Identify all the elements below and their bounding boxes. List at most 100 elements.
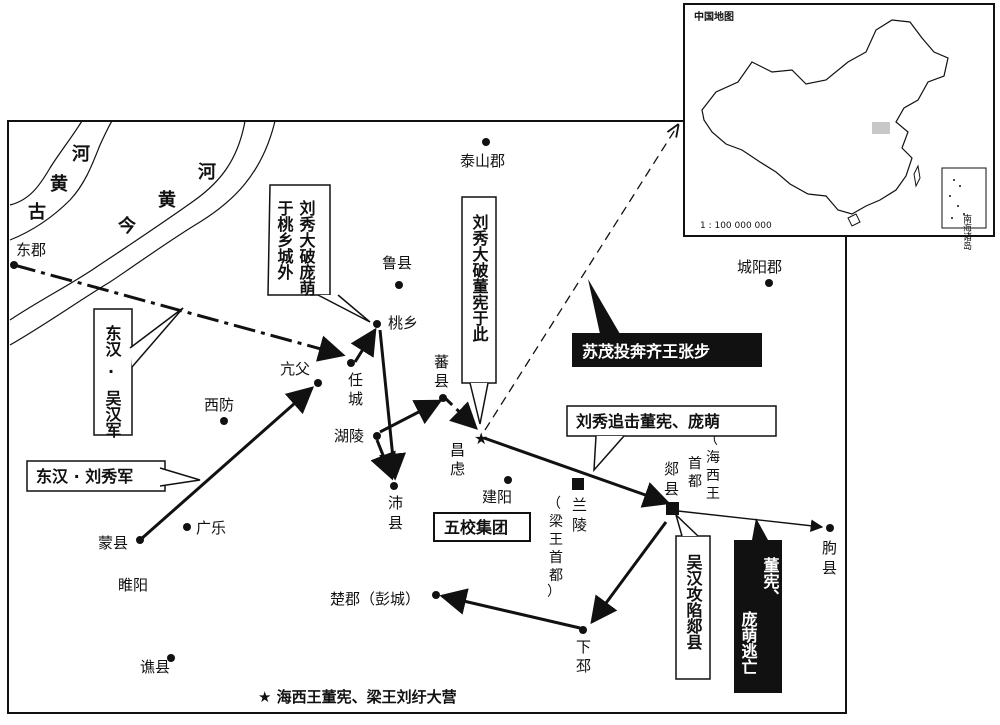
- city-dots: [10, 138, 834, 662]
- wuhan-route-xiapi-chujun: [439, 588, 581, 630]
- label-jianyang: 建阳: [482, 488, 512, 506]
- dot-rencheng: [347, 359, 355, 367]
- label-taishan: 泰山郡: [460, 152, 505, 170]
- callout-wuhan-army-l2: ·: [108, 362, 114, 381]
- old-river-char-3: 河: [72, 144, 90, 165]
- hainan-island: [847, 213, 861, 227]
- label-tanxian-2: 县: [664, 480, 679, 498]
- svg-text:王: 王: [706, 486, 720, 502]
- label-tanxian-note: （ 海 西 王 首 都: [688, 432, 720, 502]
- dot-fanxian: [439, 394, 447, 402]
- label-suiyang: 睢阳: [118, 576, 148, 594]
- new-river-char-2: 黄: [158, 189, 176, 211]
- new-yellow-river: [9, 120, 276, 346]
- dot-xiapi: [579, 626, 587, 634]
- svg-text:王: 王: [549, 532, 563, 548]
- wuhan-route: [13, 263, 346, 362]
- callout-liuxiu-pangmeng-col1: 刘秀大破庞萌: [297, 199, 317, 297]
- camp-star-icon: ★: [474, 429, 488, 448]
- south-sea-islands: [949, 179, 965, 219]
- callout-wuxiao-text: 五校集团: [444, 518, 508, 537]
- liuxiu-route-rencheng-taoxiang: [350, 327, 377, 363]
- callout-pursuit: 刘秀追击董宪、庞萌: [566, 405, 777, 473]
- dot-chengyang: [765, 279, 773, 287]
- label-kangfu: 亢父: [280, 360, 310, 378]
- routes: [13, 125, 824, 630]
- new-river-char-1: 今: [118, 215, 137, 237]
- svg-text:）: ）: [547, 584, 561, 600]
- label-taoxiang: 桃乡: [388, 314, 418, 332]
- label-changlv-1: 昌: [450, 441, 465, 459]
- svg-text:梁: 梁: [549, 514, 563, 530]
- dot-dongjun: [10, 261, 18, 269]
- south-sea-box: [941, 167, 987, 229]
- dot-mengxian: [136, 536, 144, 544]
- capital-lanling: [572, 478, 584, 490]
- dot-taoxiang: [373, 320, 381, 328]
- dongxian-flee-route: [677, 510, 824, 533]
- svg-text:（: （: [547, 496, 561, 512]
- inset-title: 中国地图: [694, 10, 734, 23]
- wuhan-route-tan-xiapi: [590, 521, 668, 625]
- svg-text:首: 首: [688, 456, 702, 472]
- label-luxian: 鲁县: [382, 254, 412, 272]
- callout-liuxiu-pangmeng-col2: 于桃乡城外: [275, 200, 295, 281]
- liuxiu-route-huling-peixian: [370, 439, 396, 481]
- callout-sumao: 苏茂投奔齐王张步: [572, 279, 762, 367]
- callout-liuxiu-dongxian-text: 刘秀大破董宪于此: [470, 213, 490, 342]
- svg-text:都: 都: [688, 474, 702, 490]
- dot-luxian: [395, 281, 403, 289]
- inset-scale: 1 : 100 000 000: [700, 221, 772, 231]
- svg-text:都: 都: [549, 568, 563, 584]
- callout-wuhan-army: 东汉 · 吴汉军: [93, 307, 184, 439]
- sumao-route: [484, 125, 678, 431]
- label-changlv-2: 虑: [450, 460, 465, 478]
- inset-highlight-region: [872, 122, 890, 134]
- label-xifang: 西防: [204, 396, 234, 414]
- callout-liuxiu-dongxian: 刘秀大破董宪于此: [461, 196, 497, 425]
- label-rencheng-2: 城: [348, 390, 363, 408]
- label-huling: 湖陵: [334, 427, 364, 445]
- callout-flee-col1: 董宪、: [761, 556, 780, 605]
- label-guangle: 广乐: [196, 519, 226, 537]
- callout-liuxiu-army-text: 东汉 · 刘秀军: [36, 467, 133, 486]
- callout-flee: 董宪、 庞萌逃亡: [734, 518, 782, 693]
- dot-xifang: [220, 417, 228, 425]
- callout-wuhan-tan-text: 吴汉攻陷郯县: [684, 554, 703, 651]
- callout-wuhan-army-l3: 吴汉军: [103, 390, 122, 439]
- callout-wuhan-tan: 吴汉攻陷郯县: [674, 512, 711, 680]
- dot-peixian: [390, 482, 398, 490]
- map-frame: [7, 120, 847, 714]
- dot-chujun: [432, 591, 440, 599]
- liuxiu-route-camp-tanxian: [483, 436, 671, 508]
- label-lanling-note: （ 梁 王 首 都 ）: [547, 496, 563, 600]
- label-tanxian-1: 郯: [664, 460, 679, 478]
- dot-guangle: [183, 523, 191, 531]
- capital-tanxian: [666, 502, 679, 515]
- new-river-char-3: 河: [198, 162, 216, 183]
- label-quxian-2: 县: [822, 559, 837, 577]
- label-fanxian-2: 县: [434, 372, 449, 390]
- legend-camp: ★ 海西王董宪、梁王刘纡大营: [258, 688, 457, 706]
- dot-kangfu: [314, 379, 322, 387]
- label-rencheng-1: 任: [348, 371, 363, 389]
- label-peixian-1: 沛: [388, 494, 403, 512]
- callout-flee-col2: 庞萌逃亡: [739, 610, 758, 675]
- inset-china-map: 中国地图 南海诸岛 1 : 100 000 000: [683, 3, 995, 251]
- callout-liuxiu-pangmeng: 刘秀大破庞萌 于桃乡城外: [267, 184, 371, 323]
- liuxiu-route-mengxian-kangfu: [139, 386, 315, 542]
- old-river-char-2: 黄: [50, 173, 68, 195]
- label-xiapi-1: 下: [576, 638, 591, 656]
- svg-text:首: 首: [549, 550, 563, 566]
- callout-wuxiao: 五校集团: [433, 512, 531, 542]
- label-quxian-1: 朐: [822, 539, 837, 557]
- svg-text:西: 西: [706, 468, 720, 484]
- label-mengxian: 蒙县: [98, 534, 128, 552]
- callout-pursuit-text: 刘秀追击董宪、庞萌: [576, 412, 720, 431]
- label-chengyang: 城阳郡: [737, 258, 782, 276]
- taiwan-island: [913, 164, 921, 188]
- label-xiapi-2: 邳: [576, 657, 591, 675]
- south-sea-label: 南海诸岛: [961, 213, 972, 251]
- label-peixian-2: 县: [388, 514, 403, 532]
